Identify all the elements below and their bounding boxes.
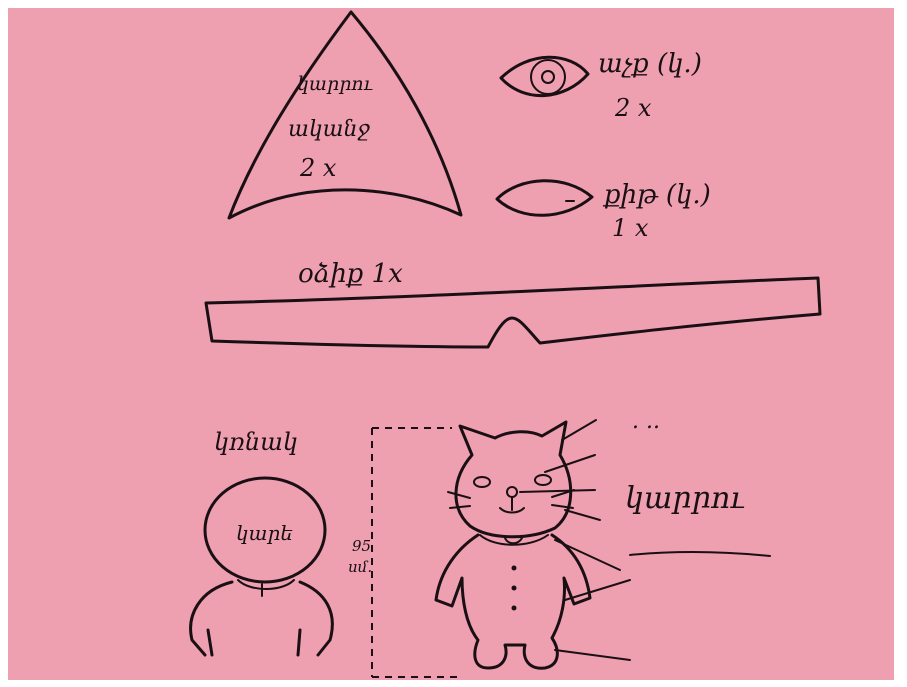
collar-label: օձիք 1x [298, 259, 403, 289]
ear-count: 2 x [299, 154, 337, 182]
back-collar [237, 579, 295, 597]
nose-label: քիթ (կ.) [602, 180, 711, 210]
label-underline [629, 551, 771, 557]
cat-body [434, 533, 592, 670]
size-dimension: 95 սմ. [348, 427, 460, 678]
leader-collar [554, 539, 621, 571]
eye-label: աչք (կ.) [598, 49, 702, 79]
leader-ear [561, 419, 597, 441]
ear-label-line2: ականջ [288, 117, 371, 142]
leader-eye [544, 454, 596, 473]
leader-lines: կարրու . .. [519, 409, 771, 661]
cat-whiskers [447, 489, 575, 509]
eye-outline [499, 55, 590, 98]
cat-left-eye [473, 476, 491, 488]
collar-pattern-piece: օձիք 1x [204, 259, 822, 349]
cat-head [454, 420, 573, 539]
cat-mouth [499, 496, 525, 514]
nose-outline [495, 179, 594, 217]
eye-count: 2 x [614, 94, 652, 122]
trailing-dots: . .. [632, 409, 660, 434]
back-head [203, 476, 327, 584]
cat-button-1 [511, 565, 517, 571]
ear-pattern-piece: կարրու ականջ 2 x [227, 10, 463, 220]
size-value: 95 [352, 537, 371, 555]
leader-body [564, 579, 631, 601]
size-unit: սմ. [348, 558, 372, 576]
cat-collar [479, 534, 549, 546]
cat-nose [506, 486, 518, 498]
cat-button-2 [511, 585, 517, 591]
back-head-label: կարե [236, 521, 293, 545]
leader-whisker [564, 509, 601, 521]
cat-right-eye [534, 474, 552, 486]
leader-nose [519, 489, 596, 493]
cat-front-view [434, 420, 592, 670]
ear-outline [227, 10, 463, 220]
pattern-sheet [8, 8, 894, 680]
nose-count: 1 x [612, 214, 649, 242]
back-body [189, 580, 334, 657]
cat-label: կարրու [625, 481, 745, 516]
nose-pattern-piece: քիթ (կ.) 1 x [495, 179, 711, 242]
eye-pattern-piece: աչք (կ.) 2 x [499, 49, 702, 122]
eye-iris [530, 59, 566, 95]
back-view: կռնակ կարե [189, 428, 334, 657]
ear-label-line1: կարրու [297, 73, 373, 95]
leader-foot [554, 649, 631, 661]
cat-button-3 [511, 605, 517, 611]
collar-outline [204, 276, 822, 349]
size-line [371, 427, 460, 678]
back-view-title: կռնակ [214, 428, 298, 456]
eye-pupil [541, 70, 555, 84]
